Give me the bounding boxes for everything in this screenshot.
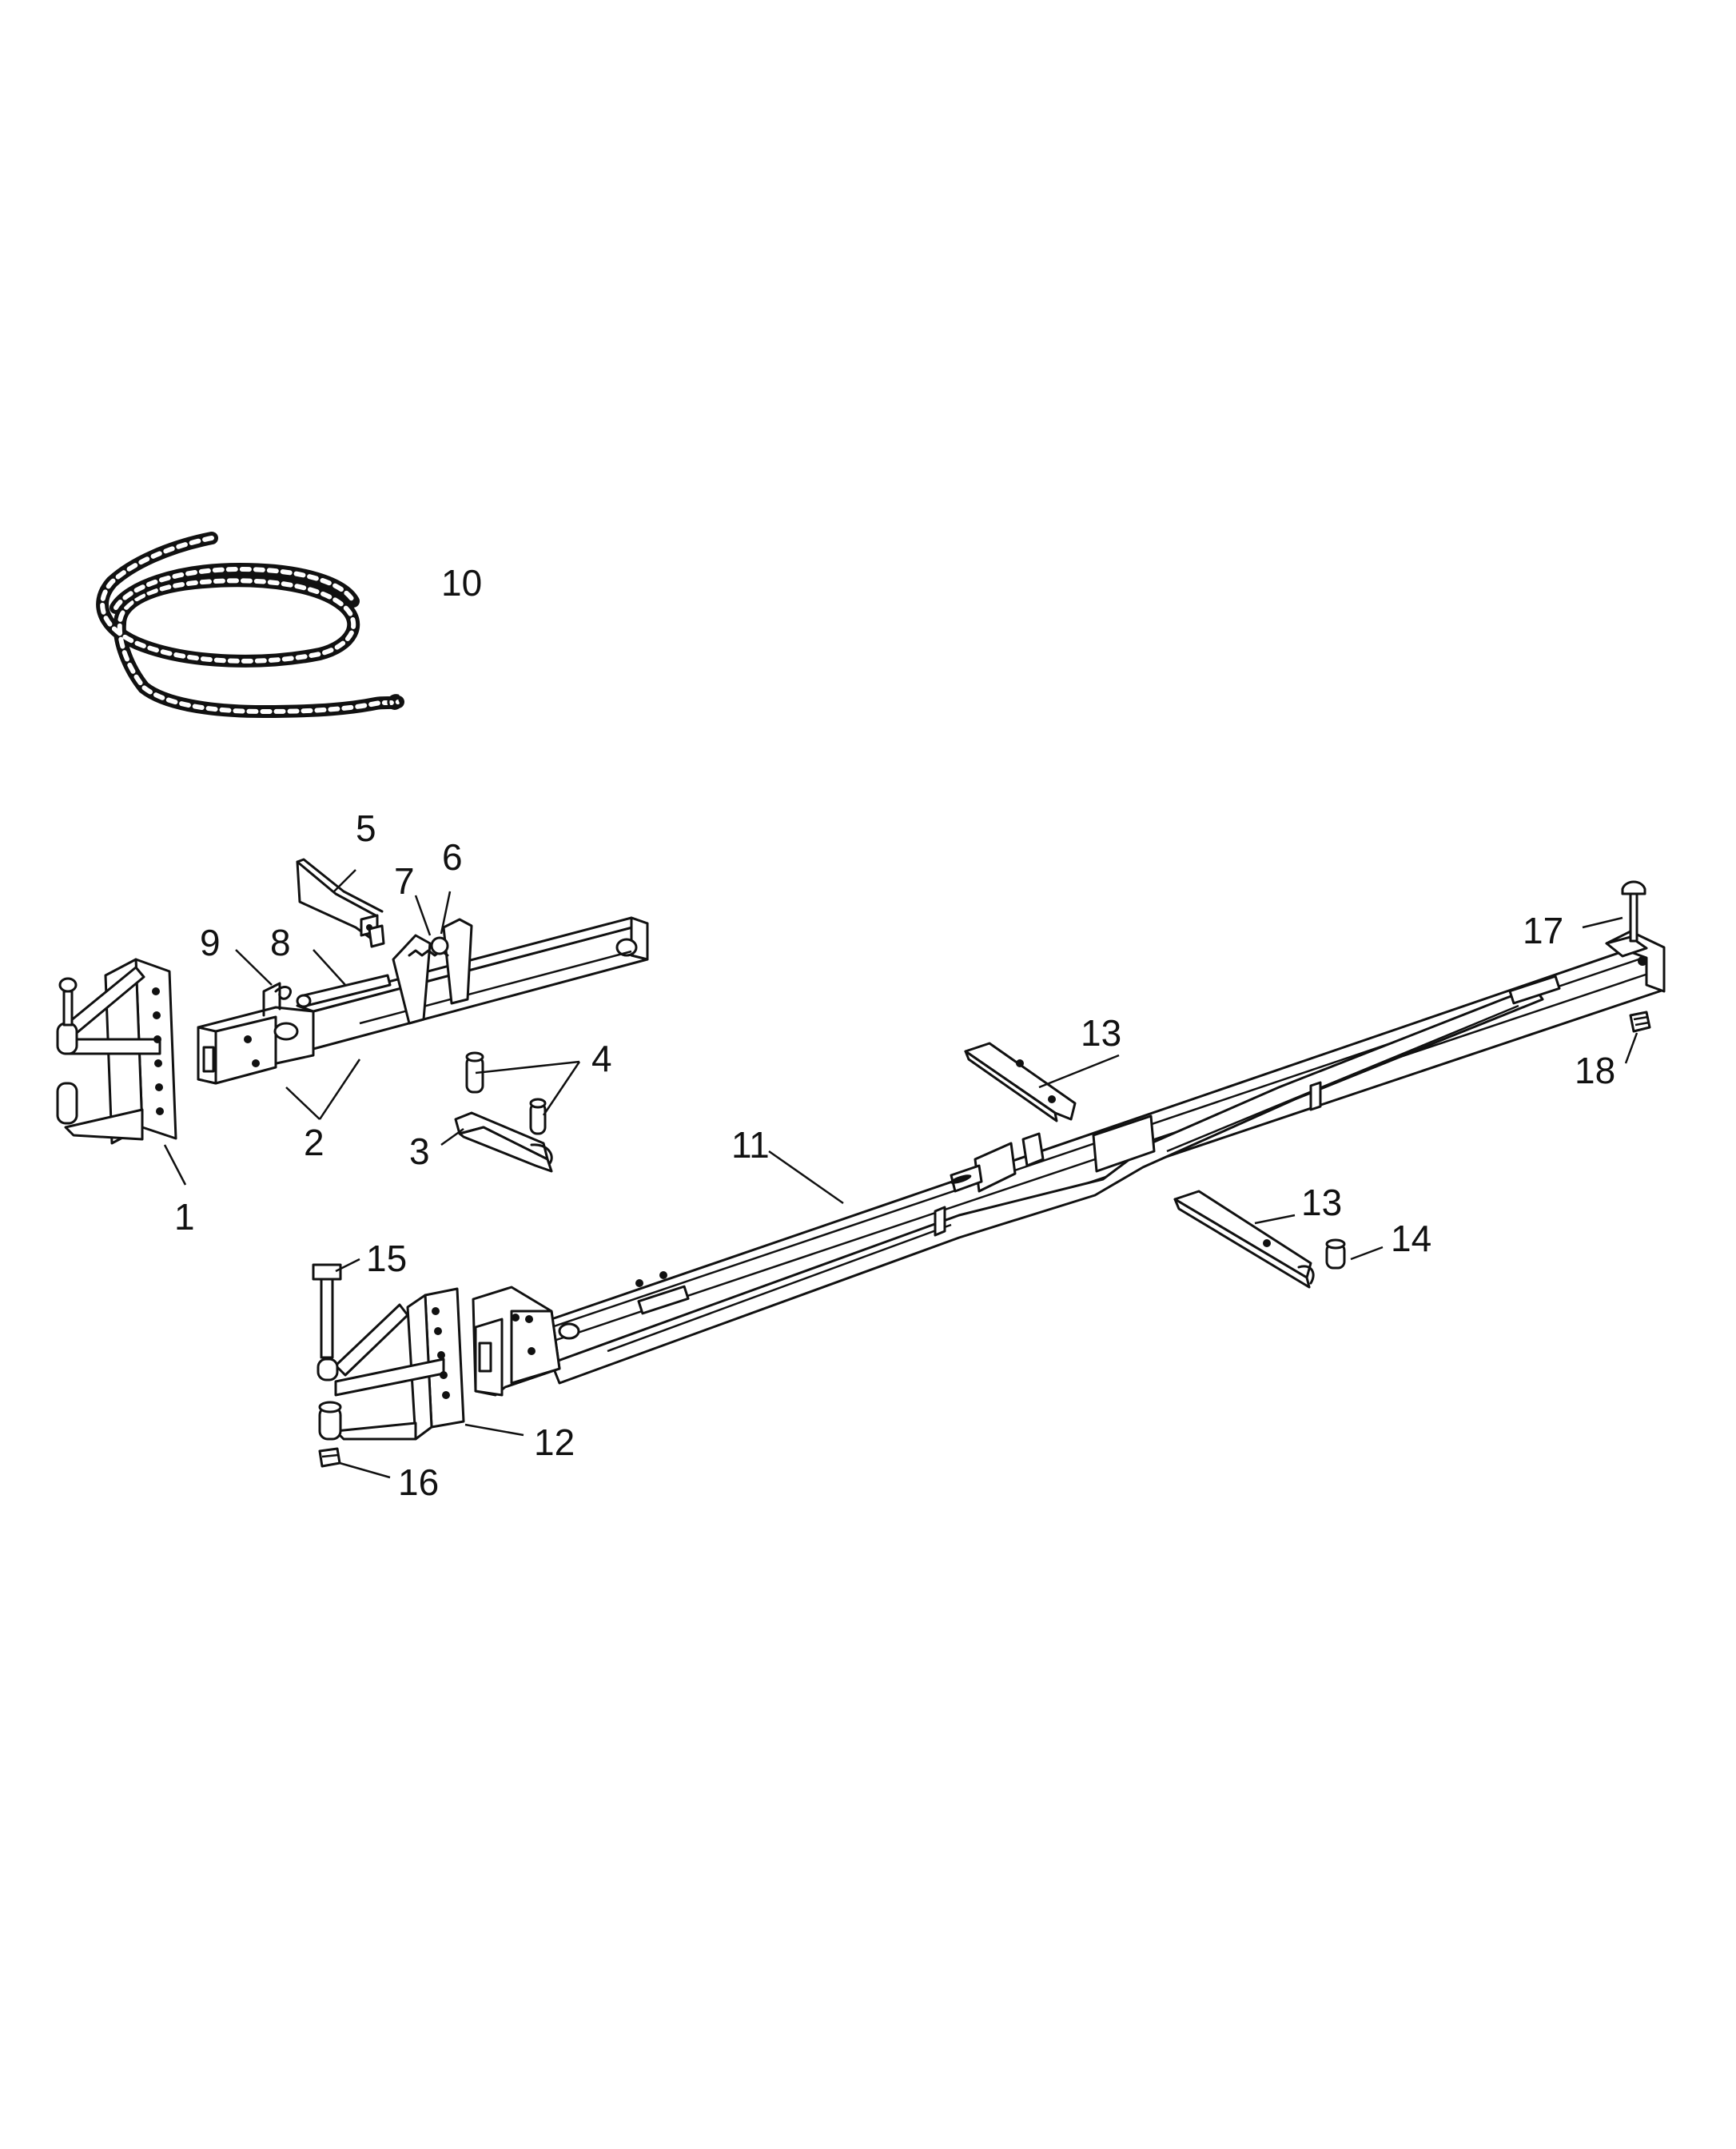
cross-bracket-part — [964, 1042, 1384, 1289]
callout-17: 17 — [1523, 910, 1563, 951]
callout-14: 14 — [1391, 1218, 1431, 1259]
leader-13a — [1038, 1054, 1120, 1089]
leader-12 — [464, 1423, 524, 1437]
callout-13b: 13 — [1301, 1182, 1342, 1223]
leader-9 — [235, 949, 273, 986]
leader-2b — [318, 1059, 361, 1120]
leader-4b — [542, 1061, 581, 1116]
spacer-bracket-part — [440, 1051, 581, 1173]
callout-16: 16 — [398, 1461, 439, 1503]
leader-17 — [1582, 916, 1623, 929]
leader-6 — [440, 891, 452, 935]
callout-18: 18 — [1575, 1050, 1615, 1091]
leader-1 — [163, 1144, 187, 1186]
lower-bracket-part — [312, 1258, 524, 1479]
callout-3: 3 — [409, 1130, 430, 1172]
callout-11: 11 — [731, 1124, 770, 1166]
callout-2: 2 — [304, 1122, 325, 1163]
callout-15: 15 — [366, 1238, 407, 1279]
tongue-assembly-part — [197, 858, 649, 1120]
leader-3 — [440, 1127, 464, 1146]
bolt-nut-part — [1582, 880, 1651, 1064]
callout-8: 8 — [270, 922, 291, 963]
leader-2a — [285, 1086, 321, 1120]
leader-7 — [414, 895, 432, 936]
callout-4: 4 — [591, 1038, 612, 1079]
leader-14 — [1350, 1246, 1384, 1261]
leader-18 — [1624, 1032, 1638, 1064]
leader-8 — [313, 949, 346, 986]
leader-16 — [339, 1461, 391, 1479]
main-tongue-part — [472, 930, 1666, 1397]
leader-11 — [768, 1150, 844, 1205]
callout-13a: 13 — [1081, 1012, 1121, 1054]
bolt-15 — [320, 1276, 334, 1359]
callout-5: 5 — [356, 807, 376, 849]
leader-5 — [333, 869, 356, 892]
callout-1: 1 — [174, 1196, 195, 1238]
callout-12: 12 — [534, 1421, 575, 1463]
leader-13b — [1254, 1214, 1296, 1225]
leader-4a — [475, 1060, 580, 1074]
callout-7: 7 — [394, 860, 415, 902]
callout-9: 9 — [200, 922, 221, 963]
callout-labels: 1 2 3 4 5 6 7 8 9 10 11 12 13 13 14 15 1… — [174, 562, 1615, 1503]
callout-10: 10 — [441, 562, 482, 604]
callout-6: 6 — [442, 836, 463, 878]
leader-15 — [335, 1258, 360, 1273]
rope-part — [96, 532, 404, 719]
hitch-bracket-part — [56, 958, 187, 1186]
